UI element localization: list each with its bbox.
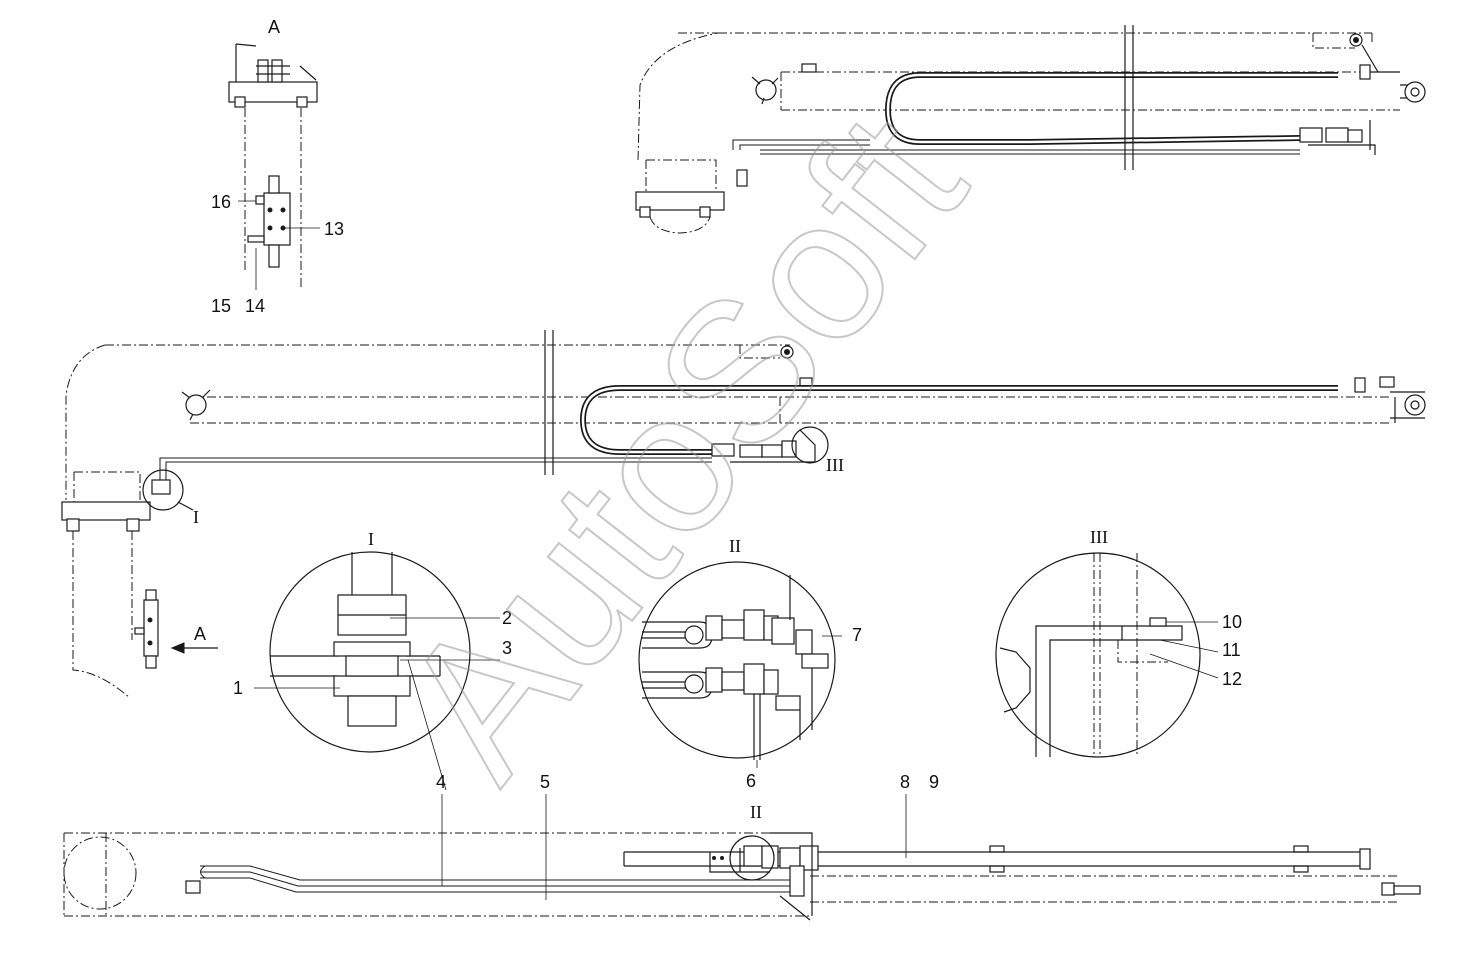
detail-ii: II 7 6 bbox=[638, 536, 862, 791]
callout-4: 4 bbox=[436, 772, 446, 792]
view-a-title: A bbox=[268, 17, 280, 37]
callout-2: 2 bbox=[502, 608, 512, 628]
callout-10: 10 bbox=[1222, 612, 1242, 632]
callout-16: 16 bbox=[211, 192, 231, 212]
callout-8: 8 bbox=[900, 772, 910, 792]
callout-5: 5 bbox=[540, 772, 550, 792]
callout-3: 3 bbox=[502, 638, 512, 658]
detail-ii-marker: II bbox=[750, 802, 762, 822]
detail-ii-title: II bbox=[729, 536, 741, 556]
callout-11: 11 bbox=[1222, 640, 1241, 660]
boom-upper-view bbox=[635, 25, 1426, 234]
callout-15: 15 bbox=[211, 296, 231, 316]
boom-middle-view: III I A bbox=[61, 330, 1426, 699]
callout-7: 7 bbox=[852, 625, 862, 645]
callout-1: 1 bbox=[233, 678, 243, 698]
callout-9: 9 bbox=[929, 772, 939, 792]
detail-i: I 2 3 1 bbox=[233, 529, 512, 791]
callout-13: 13 bbox=[324, 219, 344, 239]
view-a: A 16 13 15 14 bbox=[211, 17, 344, 316]
boom-plan-view: 4 5 8 9 II bbox=[63, 772, 1421, 921]
callout-6: 6 bbox=[746, 771, 756, 791]
callout-12: 12 bbox=[1222, 669, 1242, 689]
detail-i-marker: I bbox=[193, 507, 199, 527]
detail-i-title: I bbox=[368, 529, 374, 549]
detail-iii-title: III bbox=[1090, 527, 1108, 547]
callout-14: 14 bbox=[245, 296, 265, 316]
watermark-text: AutoSoft bbox=[358, 75, 1006, 817]
detail-iii-marker: III bbox=[826, 455, 844, 475]
detail-iii: III 10 11 12 bbox=[995, 527, 1242, 758]
view-a-arrow: A bbox=[194, 624, 206, 644]
